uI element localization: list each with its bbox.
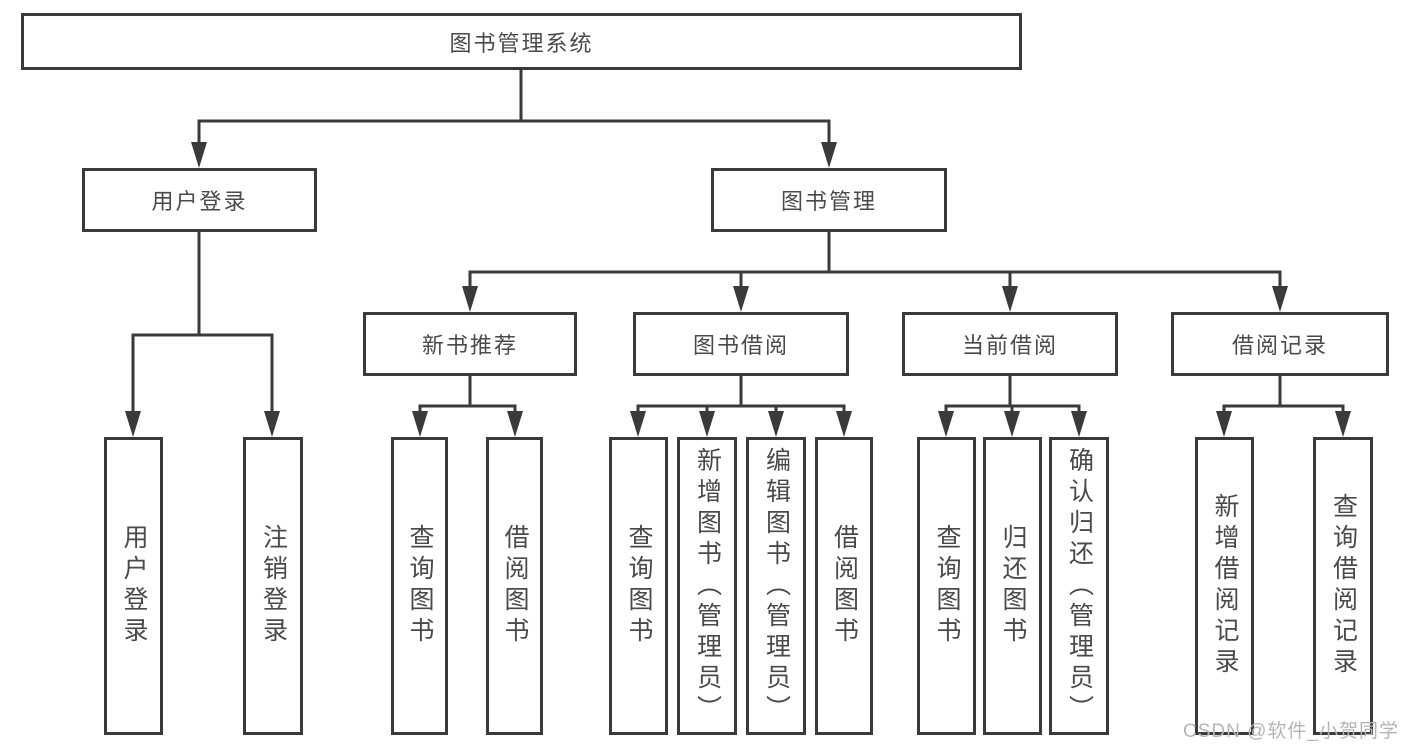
leaf-recommend-query-books-label: 查询图书 [406, 524, 434, 648]
leaf-recommend-query-books: 查询图书 [391, 437, 448, 735]
node-root-system: 图书管理系统 [21, 13, 1022, 70]
node-book-management: 图书管理 [711, 168, 947, 232]
leaf-recommend-borrow-books: 借阅图书 [486, 437, 543, 735]
leaf-current-return-books: 归还图书 [983, 437, 1042, 735]
node-root-label: 图书管理系统 [449, 30, 594, 56]
arrow-down-icon [836, 411, 852, 437]
node-new-book-recommendation: 新书推荐 [363, 312, 577, 376]
leaf-recommend-borrow-books-label: 借阅图书 [501, 524, 529, 648]
node-current-borrowing-label: 当前借阅 [961, 333, 1058, 358]
leaf-user-login-label: 用户登录 [120, 524, 148, 648]
leaf-current-confirm-return: 确认归还（管理员） [1049, 437, 1109, 735]
leaf-current-query-books-label: 查询图书 [933, 524, 961, 648]
leaf-borrow-edit-books-label: 编辑图书（管理员） [762, 446, 791, 726]
node-book-borrowing-label: 图书借阅 [692, 333, 789, 358]
node-borrowing-records: 借阅记录 [1171, 312, 1389, 376]
arrow-down-icon [938, 411, 954, 437]
arrow-down-icon [507, 411, 523, 437]
arrow-down-icon [1335, 411, 1351, 437]
leaf-borrow-add-books-label: 新增图书（管理员） [693, 446, 722, 726]
leaf-borrow-borrow-books: 借阅图书 [815, 437, 873, 735]
leaf-borrow-edit-books: 编辑图书（管理员） [746, 437, 806, 735]
leaf-logout: 注销登录 [243, 437, 303, 735]
leaf-current-confirm-return-label: 确认归还（管理员） [1065, 446, 1094, 726]
arrow-down-icon [733, 286, 749, 312]
node-borrowing-records-label: 借阅记录 [1231, 333, 1328, 358]
leaf-user-login: 用户登录 [104, 437, 163, 735]
leaf-borrow-query-books: 查询图书 [609, 437, 668, 735]
leaf-logout-label: 注销登录 [259, 524, 288, 648]
leaf-borrow-add-books: 新增图书（管理员） [677, 437, 737, 735]
arrow-down-icon [462, 286, 478, 312]
arrow-down-icon [699, 411, 715, 437]
node-book-management-label: 图书管理 [780, 189, 877, 214]
node-current-borrowing: 当前借阅 [902, 312, 1118, 376]
arrow-down-icon [1071, 411, 1087, 437]
arrow-down-icon [630, 411, 646, 437]
node-book-borrowing: 图书借阅 [633, 312, 849, 376]
arrow-down-icon [1002, 286, 1018, 312]
leaf-borrow-borrow-books-label: 借阅图书 [830, 524, 859, 648]
arrow-down-icon [768, 411, 784, 437]
arrow-down-icon [125, 411, 141, 437]
leaf-current-query-books: 查询图书 [917, 437, 976, 735]
arrow-down-icon [191, 142, 207, 168]
arrow-down-icon [1272, 286, 1288, 312]
leaf-records-query-record: 查询借阅记录 [1313, 437, 1373, 735]
arrow-down-icon [1004, 411, 1020, 437]
leaf-records-query-record-label: 查询借阅记录 [1329, 493, 1358, 679]
arrow-down-icon [412, 411, 428, 437]
csdn-watermark: CSDN @软件_小贺同学 [1183, 721, 1399, 742]
arrow-down-icon [1216, 411, 1232, 437]
node-user-login-label: 用户登录 [151, 189, 248, 214]
leaf-records-add-record: 新增借阅记录 [1195, 437, 1254, 735]
leaf-borrow-query-books-label: 查询图书 [625, 524, 653, 648]
leaf-records-add-record-label: 新增借阅记录 [1211, 493, 1239, 679]
arrow-down-icon [264, 411, 280, 437]
node-new-book-recommendation-label: 新书推荐 [421, 333, 518, 358]
arrow-down-icon [821, 142, 837, 168]
leaf-current-return-books-label: 归还图书 [999, 524, 1027, 648]
node-user-login: 用户登录 [82, 168, 317, 232]
